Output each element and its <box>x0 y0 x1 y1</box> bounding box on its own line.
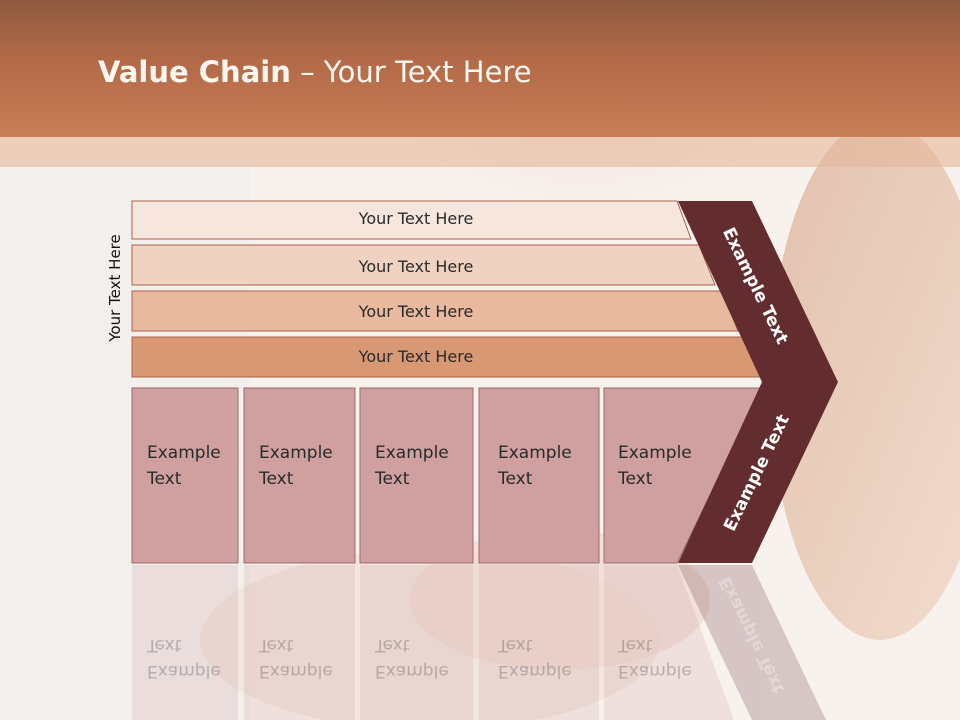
row-label-4: Your Text Here <box>358 347 474 366</box>
title-band <box>0 137 960 167</box>
column-reflection-text-3: Example Text <box>375 632 449 684</box>
column-reflection-3 <box>360 565 473 720</box>
column-label-3-line2: Text <box>375 469 410 489</box>
row-bar-2 <box>131 244 716 286</box>
column-label-5: Example Text <box>618 440 692 492</box>
title-bar <box>0 0 960 137</box>
column-reflection-text-2: Example Text <box>259 632 333 684</box>
column-label-5-line1: Example <box>618 443 692 463</box>
column-box-5 <box>603 387 763 564</box>
column-reflection-text-1-line1: Example <box>147 661 221 681</box>
title-rest: – Your Text Here <box>290 55 532 89</box>
column-label-4: Example Text <box>498 440 572 492</box>
column-label-4-line1: Example <box>498 443 572 463</box>
column-reflection-5 <box>604 565 734 720</box>
arrow-reflection <box>678 565 826 720</box>
column-label-1: Example Text <box>147 440 221 492</box>
row-bar-3 <box>131 290 739 332</box>
column-label-3-line1: Example <box>375 443 449 463</box>
column-reflection-text-4-line2: Text <box>498 635 533 655</box>
column-reflection-4 <box>479 565 599 720</box>
column-reflection-text-1-line2: Text <box>147 635 182 655</box>
column-reflection-text-1: Example Text <box>147 632 221 684</box>
row-label-1: Your Text Here <box>358 209 474 228</box>
column-box-2 <box>243 387 356 564</box>
page-title: Value Chain – Your Text Here <box>98 55 532 89</box>
column-label-1-line2: Text <box>147 469 182 489</box>
column-reflection-text-2-line1: Example <box>259 661 333 681</box>
column-reflection-text-4: Example Text <box>498 632 572 684</box>
side-axis-label: Your Text Here <box>106 234 124 342</box>
column-box-4 <box>478 387 600 564</box>
column-label-2-line2: Text <box>259 469 294 489</box>
column-label-3: Example Text <box>375 440 449 492</box>
column-reflection-text-3-line2: Text <box>375 635 410 655</box>
column-reflection-text-5-line1: Example <box>618 661 692 681</box>
column-reflection-text-2-line2: Text <box>259 635 294 655</box>
row-label-2: Your Text Here <box>358 257 474 276</box>
row-bar-1 <box>131 200 692 240</box>
column-reflection-2 <box>244 565 355 720</box>
column-reflection-text-5-line2: Text <box>618 635 653 655</box>
title-bold: Value Chain <box>98 55 291 89</box>
column-reflection-text-4-line1: Example <box>498 661 572 681</box>
column-label-1-line1: Example <box>147 443 221 463</box>
column-label-5-line2: Text <box>618 469 653 489</box>
column-label-2: Example Text <box>259 440 333 492</box>
column-label-2-line1: Example <box>259 443 333 463</box>
column-reflection-text-3-line1: Example <box>375 661 449 681</box>
reflection-group <box>132 565 826 720</box>
column-reflection-text-5: Example Text <box>618 632 692 684</box>
row-label-3: Your Text Here <box>358 302 474 321</box>
column-reflection-1 <box>132 565 238 720</box>
column-box-3 <box>359 387 474 564</box>
column-box-1 <box>131 387 239 564</box>
column-label-4-line2: Text <box>498 469 533 489</box>
chain-arrow <box>678 201 838 563</box>
